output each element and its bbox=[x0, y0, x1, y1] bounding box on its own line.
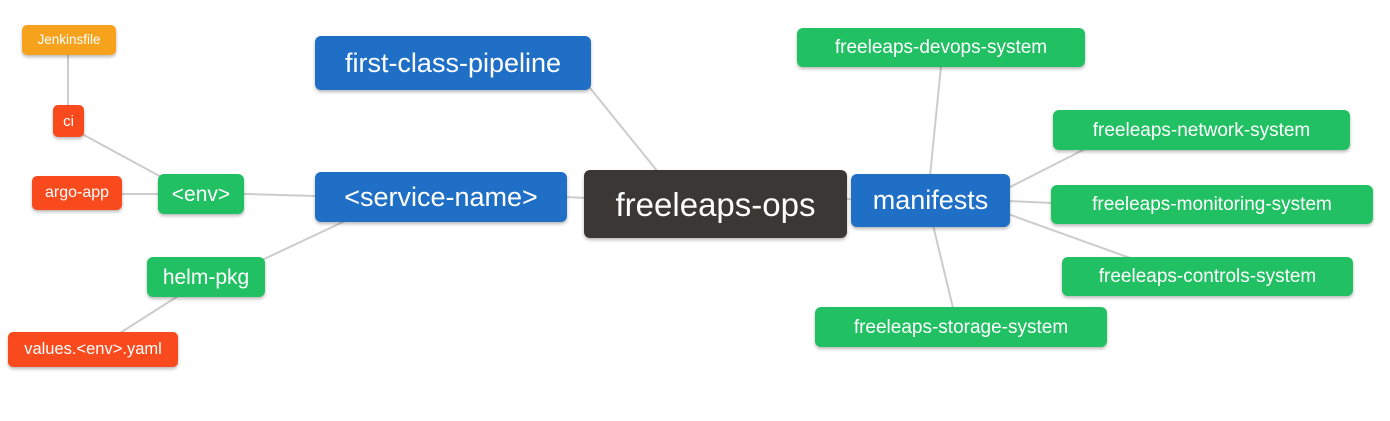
node-freeleaps-monitoring-system[interactable]: freeleaps-monitoring-system bbox=[1051, 185, 1373, 224]
edge-manifests-storage bbox=[932, 224, 954, 309]
edge-service-name-ops bbox=[565, 196, 587, 199]
node-first-class-pipeline[interactable]: first-class-pipeline bbox=[315, 36, 591, 90]
node-freeleaps-network-system[interactable]: freeleaps-network-system bbox=[1053, 110, 1350, 150]
edge-manifests-devops bbox=[929, 65, 942, 177]
node-freeleaps-devops-system[interactable]: freeleaps-devops-system bbox=[797, 28, 1085, 67]
node-env[interactable]: <env> bbox=[158, 174, 244, 214]
edge-manifests-network bbox=[1007, 148, 1086, 189]
edge-ci-env bbox=[81, 133, 166, 180]
edge-helm-pkg-values bbox=[119, 295, 179, 334]
node-freeleaps-storage-system[interactable]: freeleaps-storage-system bbox=[815, 307, 1107, 347]
node-jenkinsfile[interactable]: Jenkinsfile bbox=[22, 25, 116, 55]
node-values-env-yaml[interactable]: values.<env>.yaml bbox=[8, 332, 178, 367]
node-freeleaps-controls-system[interactable]: freeleaps-controls-system bbox=[1062, 257, 1353, 296]
node-service-name[interactable]: <service-name> bbox=[315, 172, 567, 222]
edge-env-service-name bbox=[243, 193, 316, 197]
edge-service-name-helm-pkg bbox=[261, 220, 346, 261]
node-freeleaps-ops[interactable]: freeleaps-ops bbox=[584, 170, 847, 238]
edge-manifests-monitoring bbox=[1007, 200, 1054, 204]
node-ci[interactable]: ci bbox=[53, 105, 84, 137]
node-argo-app[interactable]: argo-app bbox=[32, 176, 122, 210]
node-helm-pkg[interactable]: helm-pkg bbox=[147, 257, 265, 297]
edge-pipeline-ops bbox=[589, 87, 659, 173]
node-manifests[interactable]: manifests bbox=[851, 174, 1010, 227]
